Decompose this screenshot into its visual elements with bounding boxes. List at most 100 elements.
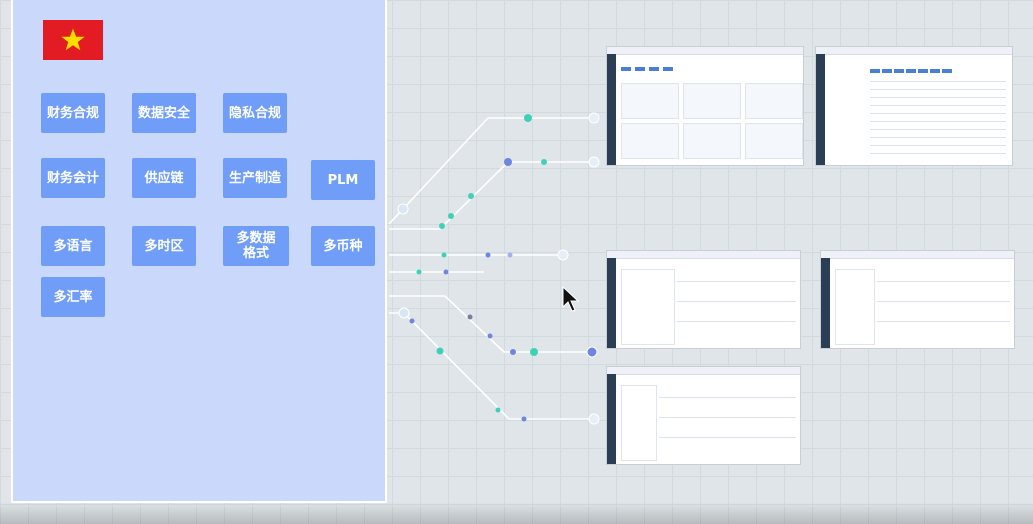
- thumb-grid-row: [659, 437, 796, 438]
- thumb-button: [621, 67, 631, 71]
- thumb-table-row: [870, 137, 1006, 138]
- node-dot: [586, 346, 598, 358]
- thumb-grid-row: [677, 281, 796, 282]
- tile-plm[interactable]: PLM: [311, 160, 375, 200]
- thumb-table-row: [870, 153, 1006, 154]
- node-dot: [588, 112, 600, 124]
- node-dot: [416, 269, 422, 275]
- node-dot: [441, 252, 447, 258]
- thumb-table-row: [870, 129, 1006, 130]
- thumb-grid-row: [677, 301, 796, 302]
- tile-multi-currency[interactable]: 多币种: [311, 226, 375, 266]
- bottom-shade: [0, 502, 1033, 524]
- node-dot: [541, 159, 547, 165]
- thumb-button: [942, 69, 952, 73]
- node-dot: [495, 407, 501, 413]
- tile-label: 多汇率: [53, 289, 93, 305]
- tile-multi-timezone[interactable]: 多时区: [132, 226, 196, 266]
- screenshot-app-cards-view[interactable]: [606, 46, 804, 166]
- node-dot: [397, 203, 409, 215]
- thumb-table-row: [870, 89, 1006, 90]
- thumb-button: [870, 69, 880, 73]
- tile-label: 财务会计: [46, 170, 99, 186]
- thumb-card: [621, 83, 679, 119]
- node-dot: [487, 333, 493, 339]
- thumb-titlebar: [607, 251, 800, 259]
- screenshot-spreadsheet-report-2[interactable]: [820, 250, 1015, 349]
- thumb-card: [621, 123, 679, 159]
- thumb-sidebar: [607, 374, 616, 464]
- thumb-table-row: [870, 145, 1006, 146]
- connector-path: [389, 312, 594, 420]
- thumb-grid-row: [659, 417, 796, 418]
- thumb-sidebar: [607, 54, 616, 165]
- tile-data-security[interactable]: 数据安全: [132, 93, 196, 133]
- thumb-card: [683, 83, 741, 119]
- thumb-report-sheet: [621, 385, 657, 461]
- tile-label: 多时区: [144, 238, 184, 254]
- node-dot: [443, 269, 449, 275]
- thumb-card: [745, 83, 803, 119]
- node-dot: [409, 318, 415, 324]
- thumb-table-row: [870, 121, 1006, 122]
- thumb-grid-row: [659, 397, 796, 398]
- tile-label: 多语言: [53, 238, 93, 254]
- screenshot-spreadsheet-report-1[interactable]: [606, 250, 801, 349]
- thumb-button: [906, 69, 916, 73]
- screenshot-spreadsheet-report-3[interactable]: [606, 366, 801, 465]
- node-dot: [448, 213, 454, 219]
- connector-path: [389, 161, 594, 230]
- tile-manufacturing[interactable]: 生产制造: [223, 158, 287, 198]
- thumb-table-row: [870, 97, 1006, 98]
- thumb-button: [882, 69, 892, 73]
- tile-label: 多数据格式: [236, 231, 276, 261]
- thumb-button: [635, 67, 645, 71]
- tile-financial-accounting[interactable]: 财务会计: [41, 158, 105, 198]
- node-dot: [510, 349, 516, 355]
- node-dot: [439, 223, 445, 229]
- node-dot: [467, 314, 473, 320]
- connector-paths: [388, 117, 594, 420]
- thumb-sidebar: [816, 54, 825, 165]
- thumb-card: [683, 123, 741, 159]
- node-dot: [468, 193, 474, 199]
- thumb-titlebar: [816, 47, 1012, 55]
- node-dot: [436, 347, 444, 355]
- tile-finance-compliance[interactable]: 财务合规: [41, 93, 105, 133]
- thumb-sidebar: [821, 258, 830, 348]
- star-icon: [61, 28, 85, 51]
- thumb-button: [894, 69, 904, 73]
- screenshot-app-list-view[interactable]: [815, 46, 1013, 166]
- tile-multi-exchange-rate[interactable]: 多汇率: [41, 277, 105, 317]
- node-dot: [588, 413, 600, 425]
- tile-label: 生产制造: [228, 170, 281, 186]
- thumb-grid-row: [877, 301, 1010, 302]
- node-dot: [485, 252, 491, 258]
- thumb-table-row: [870, 113, 1006, 114]
- tile-multi-data-format[interactable]: 多数据格式: [223, 226, 289, 266]
- node-dot: [530, 348, 538, 356]
- connector-nodes: [397, 112, 600, 425]
- node-dot: [507, 252, 513, 258]
- tile-privacy-compliance[interactable]: 隐私合规: [223, 93, 287, 133]
- tile-supply-chain[interactable]: 供应链: [132, 158, 196, 198]
- thumb-titlebar: [607, 47, 803, 55]
- node-dot: [504, 158, 512, 166]
- tile-label: 数据安全: [137, 105, 190, 121]
- thumb-sidebar: [607, 258, 616, 348]
- node-dot: [521, 416, 527, 422]
- tile-multi-language[interactable]: 多语言: [41, 226, 105, 266]
- thumb-grid-row: [677, 321, 796, 322]
- thumb-titlebar: [821, 251, 1014, 259]
- thumb-table-row: [870, 105, 1006, 106]
- thumb-report-sheet: [621, 269, 675, 345]
- connector-path: [389, 295, 592, 353]
- thumb-titlebar: [607, 367, 800, 375]
- thumb-table-row: [870, 81, 1006, 82]
- feature-panel: 财务合规 数据安全 隐私合规 财务会计 供应链 生产制造 PLM 多语言 多时区…: [11, 0, 387, 503]
- thumb-card: [745, 123, 803, 159]
- vietnam-flag-icon: [43, 20, 103, 60]
- tile-label: 供应链: [144, 170, 184, 186]
- node-dot: [588, 156, 600, 168]
